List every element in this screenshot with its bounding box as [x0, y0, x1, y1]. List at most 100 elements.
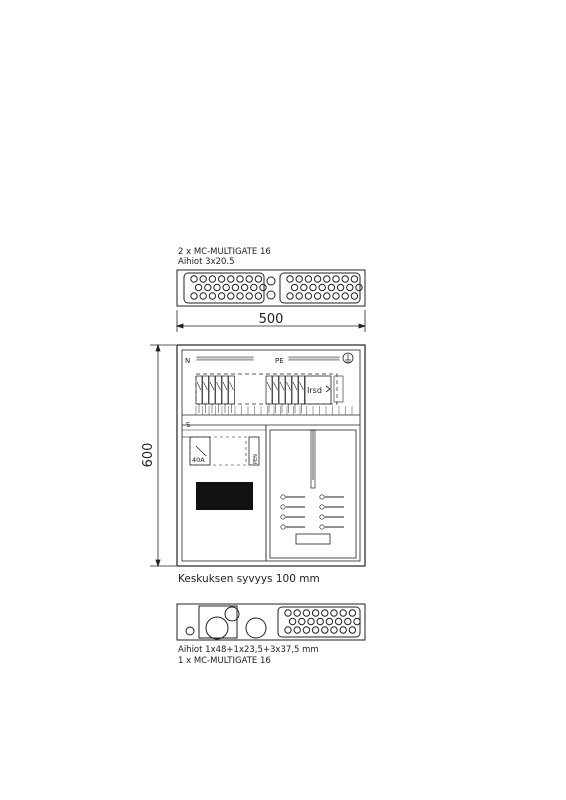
gland-hole: [295, 275, 303, 283]
section-s-label: S: [186, 421, 191, 429]
height-label: 600: [141, 443, 156, 468]
gland-hole: [313, 292, 322, 300]
gland-hole: [321, 609, 329, 617]
circuit-breaker: [291, 375, 299, 405]
gland-hole: [217, 275, 226, 283]
gland-hole: [208, 292, 217, 300]
gland-hole: [346, 283, 354, 292]
bottom-note-line1: Aihiot 1x48+1x23,5+3x37,5 mm: [178, 645, 319, 655]
gland-hole: [311, 609, 320, 617]
circuit-breaker: [215, 375, 222, 405]
circuit-breaker: [285, 375, 292, 405]
gland-hole: [290, 283, 299, 292]
gland-hole: [353, 617, 361, 626]
circuit-breaker: [195, 375, 203, 405]
circuit-breaker: [298, 375, 305, 405]
gland-hole: [298, 617, 306, 626]
earth-icon: [342, 352, 354, 364]
gland-hole: [293, 626, 301, 634]
gland-hole: [259, 283, 267, 292]
gland-hole: [304, 275, 313, 283]
top-gland-plate: [176, 269, 366, 307]
circuit-breaker: [202, 375, 209, 405]
gland-hole: [334, 617, 343, 626]
gland-hole: [250, 283, 258, 292]
breaker-rating-label: 40A: [192, 456, 205, 464]
depth-note: Keskuksen syvyys 100 mm: [178, 573, 320, 585]
gland-hole: [286, 275, 294, 283]
gland-hole: [307, 617, 315, 626]
bottom-gland-plate: [176, 603, 366, 641]
circuit-breaker: [228, 375, 235, 405]
gland-hole: [325, 617, 334, 626]
gland-hole: [341, 292, 349, 300]
meter-label: PEN: [253, 454, 259, 464]
gland-hole: [227, 292, 235, 300]
gland-hole: [199, 292, 207, 300]
gland-hole: [323, 292, 331, 300]
gland-hole: [227, 275, 235, 283]
gland-hole: [304, 292, 313, 300]
gland-hole: [336, 283, 345, 292]
gland-hole: [213, 283, 221, 292]
gland-hole: [208, 275, 217, 283]
gland-hole: [355, 283, 363, 292]
gland-hole: [288, 617, 297, 626]
gland-hole: [286, 292, 294, 300]
gland-hole: [222, 283, 230, 292]
gland-hole: [332, 292, 340, 300]
enclosure-front: [176, 344, 366, 567]
gland-hole: [321, 626, 329, 634]
gland-hole: [350, 292, 359, 300]
gland-hole: [316, 617, 324, 626]
gland-hole: [341, 275, 349, 283]
gland-hole: [348, 609, 357, 617]
gland-hole: [204, 283, 212, 292]
gland-hole: [240, 283, 249, 292]
n-label: N: [185, 357, 190, 365]
rcd-device: [304, 375, 332, 405]
gland-hole: [339, 626, 347, 634]
gland-hole: [199, 275, 207, 283]
gland-hole: [332, 275, 340, 283]
gland-hole: [313, 275, 322, 283]
gland-hole: [295, 292, 303, 300]
gland-hole: [236, 292, 244, 300]
gland-hole: [231, 283, 240, 292]
gland-hole: [318, 283, 326, 292]
circuit-breaker: [208, 375, 216, 405]
gland-hole: [194, 283, 203, 292]
top-note-line2: Aihiot 3x20.5: [178, 257, 235, 267]
gland-hole: [348, 626, 357, 634]
gland-hole: [245, 275, 253, 283]
width-label: 500: [259, 312, 284, 327]
gland-hole: [284, 609, 292, 617]
gland-hole: [254, 292, 263, 300]
pe-label: PE: [275, 357, 284, 365]
irsd-label: Irsd: [307, 386, 322, 395]
circuit-breaker: [272, 375, 279, 405]
gland-hole: [293, 609, 301, 617]
gland-hole: [323, 275, 331, 283]
gland-hole: [302, 609, 311, 617]
circuit-breaker: [265, 375, 273, 405]
gland-hole: [245, 292, 253, 300]
gland-hole: [302, 626, 311, 634]
gland-hole: [339, 609, 347, 617]
gland-hole: [300, 283, 308, 292]
gland-hole: [190, 275, 198, 283]
gland-hole: [330, 609, 338, 617]
height-dimension: [150, 343, 176, 568]
gland-hole: [350, 275, 359, 283]
gland-hole: [309, 283, 317, 292]
gland-hole: [236, 275, 244, 283]
gland-hole: [190, 292, 198, 300]
filled-block: [196, 482, 253, 510]
gland-hole: [344, 617, 352, 626]
main-switch: [189, 436, 211, 466]
circuit-breaker: [278, 375, 286, 405]
gland-hole: [330, 626, 338, 634]
gland-hole: [254, 275, 263, 283]
bottom-note-line2: 1 x MC-MULTIGATE 16: [178, 656, 271, 666]
